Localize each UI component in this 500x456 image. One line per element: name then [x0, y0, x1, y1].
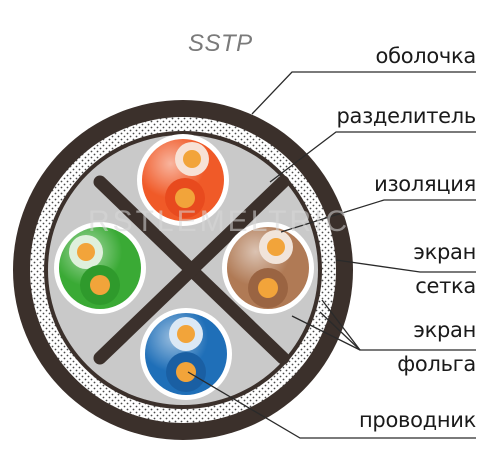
label-insulation: изоляция [374, 172, 476, 196]
label-foil-screen-line2: фольга [397, 352, 476, 376]
leader-foil-screen-c [291, 315, 361, 351]
label-sheath: оболочка [375, 44, 477, 68]
leader-lines [187, 71, 476, 439]
label-conductor: проводник [358, 408, 476, 432]
watermark: RSTLEMELTRIC [88, 205, 351, 238]
leader-mesh-screen [335, 259, 476, 273]
pair-blue [140, 308, 232, 400]
leader-foil-screen-b [319, 311, 361, 351]
leader-separator [269, 131, 476, 183]
leader-conductor [187, 371, 476, 439]
label-separator: разделитель [336, 104, 476, 128]
leader-sheath [251, 71, 476, 115]
label-foil-screen-line1: экран [413, 318, 476, 342]
cross-separator [93, 175, 290, 365]
pair-orange [137, 134, 229, 226]
diagram-title: SSTP [188, 30, 253, 57]
label-mesh-screen-line1: экран [413, 240, 476, 264]
leader-insulation [280, 199, 476, 233]
pair-green [54, 222, 146, 314]
pair-brown [222, 222, 314, 314]
label-mesh-screen-line2: сетка [415, 274, 476, 298]
